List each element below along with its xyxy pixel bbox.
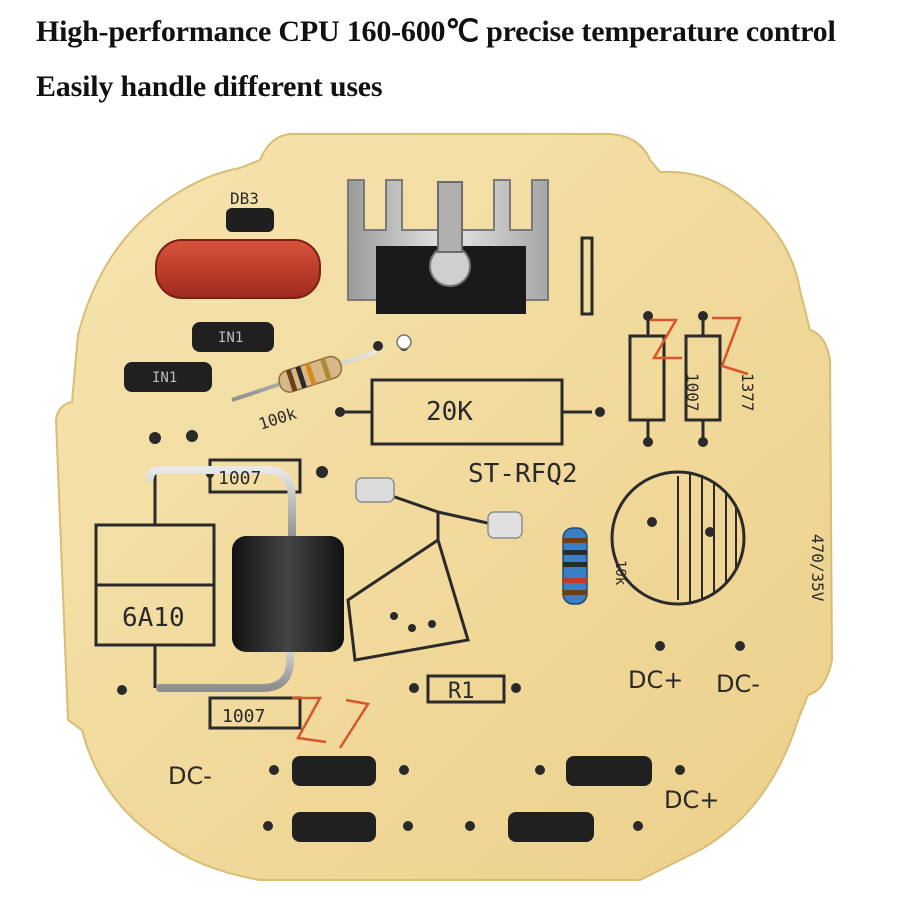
label-1377: 1377 <box>738 373 757 412</box>
headline-line-2: Easily handle different uses <box>36 70 383 103</box>
diode-bottom-right-1 <box>540 756 680 786</box>
label-20k: 20K <box>426 397 473 427</box>
smd-part-1 <box>355 477 395 503</box>
label-1007-a: 1007 <box>683 373 702 412</box>
diode-bottom-left-1 <box>272 756 408 786</box>
label-in-lower: IN1 <box>152 370 177 386</box>
label-dc-plus-mid: DC+ <box>628 666 683 694</box>
resistor-10k <box>562 502 588 624</box>
label-in-upper: IN1 <box>218 330 243 346</box>
heatsink <box>347 179 549 314</box>
label-model: ST-RFQ2 <box>468 459 578 489</box>
diode-in-upper <box>168 322 294 352</box>
black-inductor <box>146 466 344 692</box>
label-r1: R1 <box>448 679 475 704</box>
label-1007-b: 1007 <box>218 468 261 489</box>
resistor-100k <box>231 350 377 402</box>
pcb-board <box>54 133 834 881</box>
label-10k: 10k <box>612 560 628 586</box>
diode-bottom-left-2 <box>272 812 408 842</box>
pcb-photo: DB3 100k 20K 1007 1377 ST-RFQ2 470/35V 1… <box>54 133 834 881</box>
red-capacitor <box>155 239 321 299</box>
label-dc-minus-mid: DC- <box>716 670 760 698</box>
label-6a10: 6A10 <box>122 603 185 633</box>
smd-part-2 <box>487 511 523 539</box>
label-dc-plus-low: DC+ <box>664 786 719 814</box>
label-470-35v: 470/35V <box>808 534 827 602</box>
diode-db3 <box>202 208 298 232</box>
label-db3: DB3 <box>230 189 259 208</box>
diode-in-lower <box>100 362 240 392</box>
label-dc-minus-low: DC- <box>168 762 212 790</box>
diode-bottom-right-2 <box>476 812 636 842</box>
label-1007-c: 1007 <box>222 706 265 727</box>
headline-line-1: High-performance CPU 160-600℃ precise te… <box>36 15 836 48</box>
